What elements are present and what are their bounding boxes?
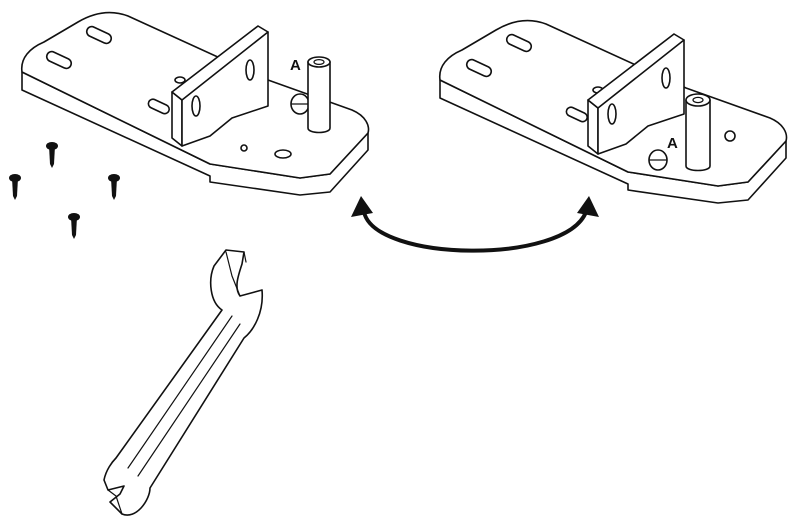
left-plate-slot-2 (45, 50, 73, 70)
swap-arrow-head-right (577, 196, 599, 217)
right-bracket-slot-1 (607, 103, 617, 125)
left-plate-slot-3 (147, 98, 170, 115)
screw-1 (46, 142, 58, 168)
left-bracket-side (171, 91, 183, 147)
left-hinge-pin-socket (313, 58, 325, 65)
wrench-tool (103, 249, 264, 516)
left-pin-label: A (290, 57, 301, 74)
screw-2 (9, 174, 21, 200)
left-plate-boss (174, 76, 186, 84)
left-hinge-assembly: A (20, 11, 370, 196)
wrench-lower-jaw-bevel (107, 489, 123, 515)
wrench-outline (103, 249, 264, 516)
right-hinge-pin-top (685, 93, 711, 107)
left-hinge-pin-body (307, 61, 331, 134)
right-pin-label: A (667, 135, 678, 152)
wrench-handle-edge-2 (137, 323, 241, 477)
left-bracket-slot-2 (245, 59, 255, 81)
wrench-jaw-bevel (243, 251, 247, 263)
screw-4 (68, 213, 80, 239)
left-bracket-top (171, 25, 269, 101)
left-plate-hole (240, 144, 248, 152)
right-plate-slot-1 (505, 33, 533, 53)
left-bracket-slot-1 (191, 95, 201, 117)
left-plate-pin-hole (274, 149, 292, 159)
left-plate-slot-1 (85, 25, 113, 45)
right-bracket-slot-2 (661, 67, 671, 89)
swap-arrow-curve (362, 210, 588, 253)
left-hinge-pin-top (307, 56, 331, 68)
right-hinge-pin-socket (692, 96, 704, 104)
right-hinge-pin-body (685, 99, 711, 172)
right-bracket-top (587, 33, 685, 109)
right-hinge-assembly: A (438, 19, 788, 204)
screws (9, 142, 120, 239)
wrench-handle-edge-1 (127, 315, 233, 469)
right-plate-hole (724, 130, 736, 142)
right-plate-slot-2 (465, 58, 493, 78)
screw-3 (108, 174, 120, 200)
right-plate-slot-3 (565, 106, 588, 123)
swap-arrow-head-left (351, 196, 373, 217)
swap-arrow (351, 196, 599, 253)
wrench-jaw-inner (225, 251, 241, 297)
right-bracket-side (587, 99, 599, 155)
